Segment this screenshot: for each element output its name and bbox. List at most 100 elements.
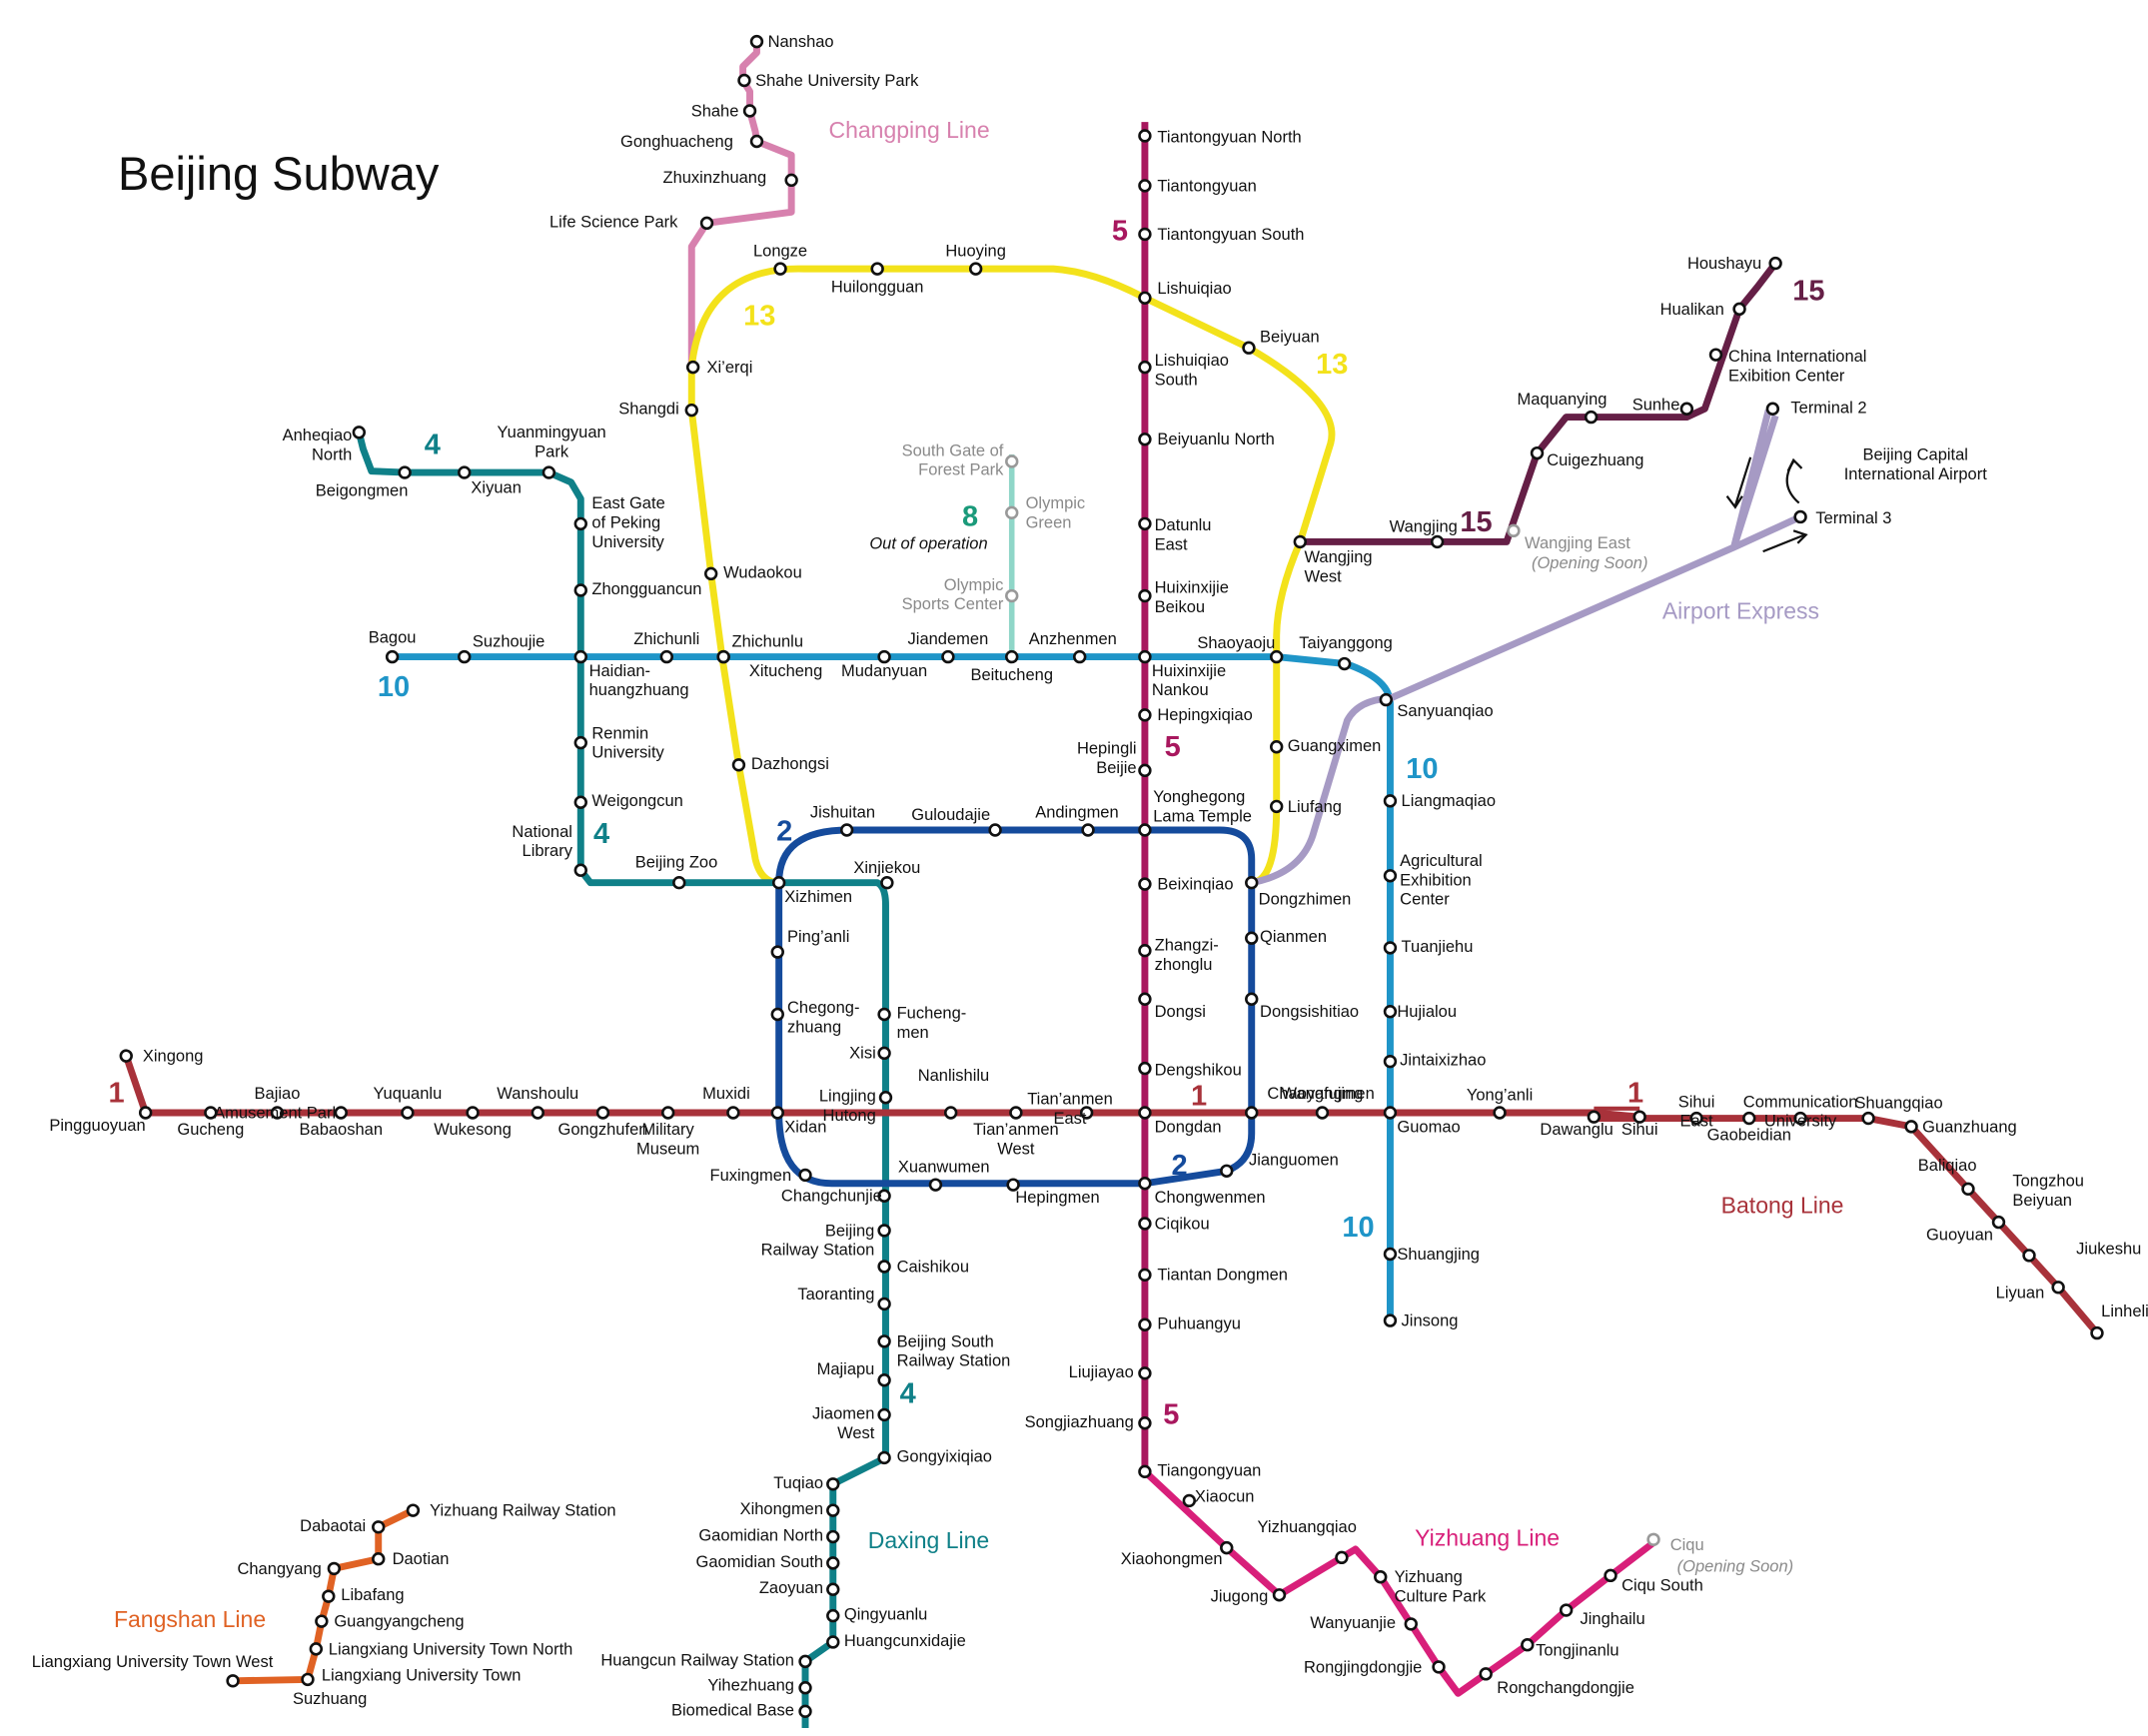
station-dazhongsi[interactable]: Dazhongsi — [731, 755, 829, 773]
station-daotian[interactable]: Daotian — [372, 1550, 449, 1568]
station-houshayu[interactable]: Houshayu — [1687, 255, 1782, 273]
station-sihui[interactable]: Sihui — [1621, 1110, 1658, 1140]
station-rongjingdongjie[interactable]: Rongjingdongjie — [1304, 1659, 1446, 1677]
station-bagou[interactable]: Bagou — [369, 629, 417, 664]
station-xizhimen[interactable]: Xizhimen — [771, 876, 852, 906]
station-beixinqiao[interactable]: Beixinqiao — [1138, 876, 1234, 894]
station-gaomidian-south[interactable]: Gaomidian South — [696, 1553, 840, 1571]
station-haidian-huangzhuang[interactable]: Haidian-huangzhuang — [573, 649, 689, 700]
station-gaobeidian[interactable]: Gaobeidian — [1707, 1111, 1791, 1145]
station-yong-anli[interactable]: Yong’anli — [1467, 1087, 1533, 1120]
station-longze[interactable]: Longze — [753, 243, 807, 276]
station-jinghailu[interactable]: Jinghailu — [1559, 1603, 1645, 1628]
station-maquanying[interactable]: Maquanying — [1518, 391, 1608, 425]
station-huoying[interactable]: Huoying — [945, 243, 1006, 276]
station-ping-anli[interactable]: Ping’anli — [770, 929, 849, 959]
station-guangximen[interactable]: Guangximen — [1270, 737, 1381, 755]
station-shuangqiao[interactable]: Shuangqiao — [1855, 1095, 1943, 1126]
station-qingyuanlu[interactable]: Qingyuanlu — [826, 1606, 927, 1624]
station-xidan[interactable]: Xidan — [770, 1106, 827, 1137]
station-liyuan[interactable]: Liyuan — [1996, 1285, 2104, 1340]
station-puhuangyu[interactable]: Puhuangyu — [1138, 1315, 1241, 1333]
station-nanlishilu[interactable]: Nanlishilu — [918, 1067, 990, 1120]
station-libafang[interactable]: Libafang — [322, 1587, 405, 1605]
station-chegong-zhuang[interactable]: Chegong-zhuang — [770, 999, 860, 1037]
station-wangjing-east[interactable]: Wangjing East — [1507, 523, 1631, 553]
station-liangxiang-university-town-west[interactable]: Liangxiang University Town West — [32, 1653, 274, 1688]
station-beiyuan[interactable]: Beiyuan — [1242, 329, 1320, 355]
station-chongwenmen[interactable]: Chongwenmen — [1138, 1177, 1266, 1207]
station-tuanjiehu[interactable]: Tuanjiehu — [1383, 938, 1473, 956]
station-beijing-zoo[interactable]: Beijing Zoo — [635, 854, 718, 890]
station-wukesong[interactable]: Wukesong — [434, 1106, 512, 1140]
station-jiandemen[interactable]: Jiandemen — [908, 630, 989, 664]
station-babaoshan[interactable]: Babaoshan — [300, 1106, 384, 1140]
station-guanzhuang[interactable]: Guanzhuang — [1904, 1119, 2017, 1137]
station-taiyanggong[interactable]: Taiyanggong — [1299, 634, 1393, 671]
station-jiugong[interactable]: Jiugong — [1211, 1588, 1287, 1606]
station-guangyangcheng[interactable]: Guangyangcheng — [315, 1613, 465, 1631]
station-xiyuan[interactable]: Xiyuan — [458, 465, 522, 497]
station-dabaotai[interactable]: Dabaotai — [300, 1517, 386, 1535]
station-jishuitan[interactable]: Jishuitan — [810, 804, 875, 837]
station-beiyuanlu-north[interactable]: Beiyuanlu North — [1138, 432, 1275, 449]
station-dongzhimen[interactable]: Dongzhimen — [1245, 876, 1351, 909]
station-liangxiang-university-town[interactable]: Liangxiang University Town — [301, 1667, 522, 1687]
station-dengshikou[interactable]: Dengshikou — [1138, 1062, 1242, 1080]
station-biomedical-base[interactable]: Biomedical Base — [671, 1702, 812, 1720]
station-jianguomen[interactable]: Jianguomen — [1220, 1152, 1339, 1178]
station-hujialou[interactable]: Hujialou — [1383, 1003, 1457, 1021]
station-sanyuanqiao[interactable]: Sanyuanqiao — [1379, 692, 1494, 720]
station-tiantan-dongmen[interactable]: Tiantan Dongmen — [1138, 1267, 1288, 1285]
station-yihezhuang[interactable]: Yihezhuang — [707, 1677, 812, 1695]
station-tiantongyuan[interactable]: Tiantongyuan — [1138, 178, 1257, 196]
station-tiangongyuan[interactable]: Tiangongyuan — [1138, 1462, 1262, 1480]
station-pingguoyuan[interactable]: Pingguoyuan — [49, 1106, 153, 1136]
station-jinsong[interactable]: Jinsong — [1383, 1312, 1458, 1330]
station-lishuiqiao[interactable]: Lishuiqiao — [1138, 280, 1232, 305]
station-jiukeshu[interactable]: Jiukeshu — [2051, 1241, 2142, 1295]
station-wangfujing[interactable]: Wangfujing — [1282, 1085, 1364, 1120]
station-xisi[interactable]: Xisi — [849, 1045, 891, 1063]
station-xuanwumen[interactable]: Xuanwumen — [898, 1159, 990, 1192]
station-suzhuang[interactable]: Suzhuang — [293, 1691, 367, 1709]
station-rongchangdongjie[interactable]: Rongchangdongjie — [1479, 1667, 1634, 1697]
station-weigongcun[interactable]: Weigongcun — [573, 793, 683, 811]
station-xi-erqi[interactable]: Xi’erqi — [685, 359, 752, 377]
station-guomao[interactable]: Guomao — [1383, 1106, 1461, 1137]
station-gongzhufen[interactable]: Gongzhufen — [558, 1106, 648, 1140]
station-wangjing[interactable]: Wangjing — [1390, 518, 1458, 549]
station-linheli[interactable]: Linheli — [2101, 1302, 2148, 1320]
station-xingong[interactable]: Xingong — [119, 1048, 204, 1066]
station-fucheng-men[interactable]: Fucheng-men — [877, 1005, 967, 1042]
station-tuqiao[interactable]: Tuqiao — [773, 1474, 840, 1492]
station-huangcunxidajie[interactable]: Huangcunxidajie — [826, 1632, 966, 1650]
station-tongjinanlu[interactable]: Tongjinanlu — [1521, 1638, 1619, 1660]
station-xinjiekou[interactable]: Xinjiekou — [853, 859, 920, 890]
station-yuquanlu[interactable]: Yuquanlu — [373, 1085, 442, 1120]
station-wanyuanjie[interactable]: Wanyuanjie — [1310, 1614, 1418, 1632]
station-zhongguancun[interactable]: Zhongguancun — [573, 580, 702, 598]
station-yizhuang-railway-station[interactable]: Yizhuang Railway Station — [406, 1502, 616, 1520]
station-ciqu-south[interactable]: Ciqu South — [1604, 1568, 1703, 1595]
station-beigongmen[interactable]: Beigongmen — [316, 465, 412, 500]
station-songjiazhuang[interactable]: Songjiazhuang — [1025, 1413, 1152, 1431]
station-xiaohongmen[interactable]: Xiaohongmen — [1121, 1540, 1234, 1568]
